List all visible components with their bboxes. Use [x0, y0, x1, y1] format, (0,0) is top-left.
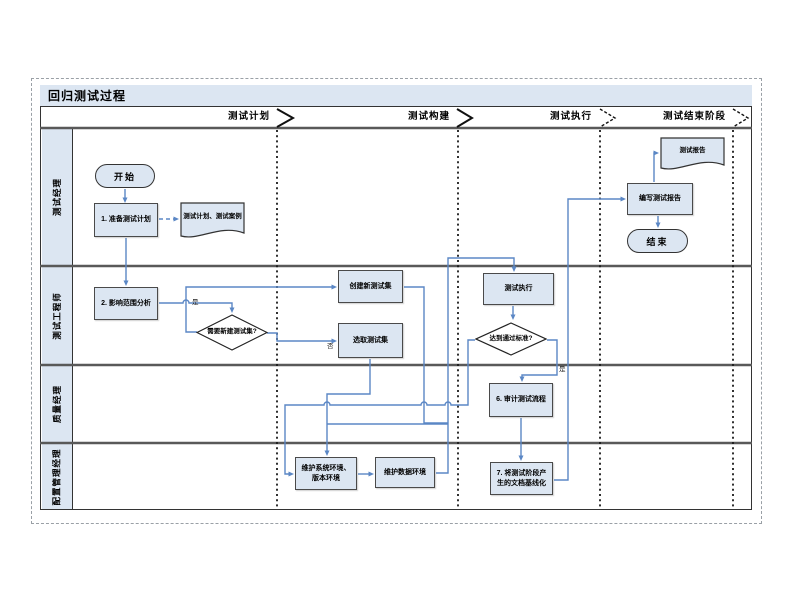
lane-test-engineer: 测试工程师: [41, 267, 73, 364]
document-shape-icon: [660, 137, 725, 170]
process-prepare-plan: 1. 准备测试计划: [94, 203, 158, 237]
phase-header-test-build: 测试构建: [407, 111, 450, 122]
phase-header-test-exec: 测试执行: [549, 111, 592, 122]
process-baseline-docs: 7. 将测试阶段产生的文档基线化: [490, 462, 553, 495]
phase-header-test-plan: 测试计划: [227, 111, 270, 122]
edge-label-no-1: 否: [327, 343, 334, 350]
process-create-set: 创建新测试集: [338, 270, 403, 303]
process-maintain-data: 维护数据环境: [375, 457, 435, 488]
process-select-set: 选取测试集: [338, 323, 403, 358]
phase-header-test-end: 测试结束阶段: [662, 111, 726, 122]
diagram-title: 回归测试过程: [48, 89, 127, 103]
document-plan: 测试计划、测试案例: [180, 202, 245, 242]
process-write-report: 编写测试报告: [627, 183, 693, 215]
process-test-exec: 测试执行: [483, 273, 554, 305]
diamond-shape-icon: [196, 314, 268, 351]
start-node: 开始: [95, 164, 155, 188]
diagram-title-bar: 回归测试过程: [40, 85, 752, 107]
document-shape-icon: [180, 202, 245, 238]
lane-config-manager: 配置管理经理: [41, 444, 73, 509]
document-report: 测试报告: [660, 137, 725, 174]
process-audit: 6. 审计测试流程: [489, 383, 553, 417]
lane-test-manager: 测试经理: [41, 129, 73, 265]
end-node: 结束: [627, 229, 688, 253]
diamond-shape-icon: [475, 322, 547, 356]
process-impact-analysis: 2. 影响范围分析: [94, 287, 158, 320]
edge-label-yes-2: 是: [559, 366, 566, 373]
edge-label-yes-1: 是: [192, 299, 199, 306]
decision-need-new-set: 需要新建测试集?: [196, 314, 268, 351]
canvas-dashed-border: [31, 78, 762, 524]
decision-pass-criteria: 达到通过标准?: [475, 322, 547, 356]
lane-quality-manager: 质量经理: [41, 366, 73, 442]
process-maintain-sys: 维护系统环境、版本环境: [295, 457, 357, 490]
